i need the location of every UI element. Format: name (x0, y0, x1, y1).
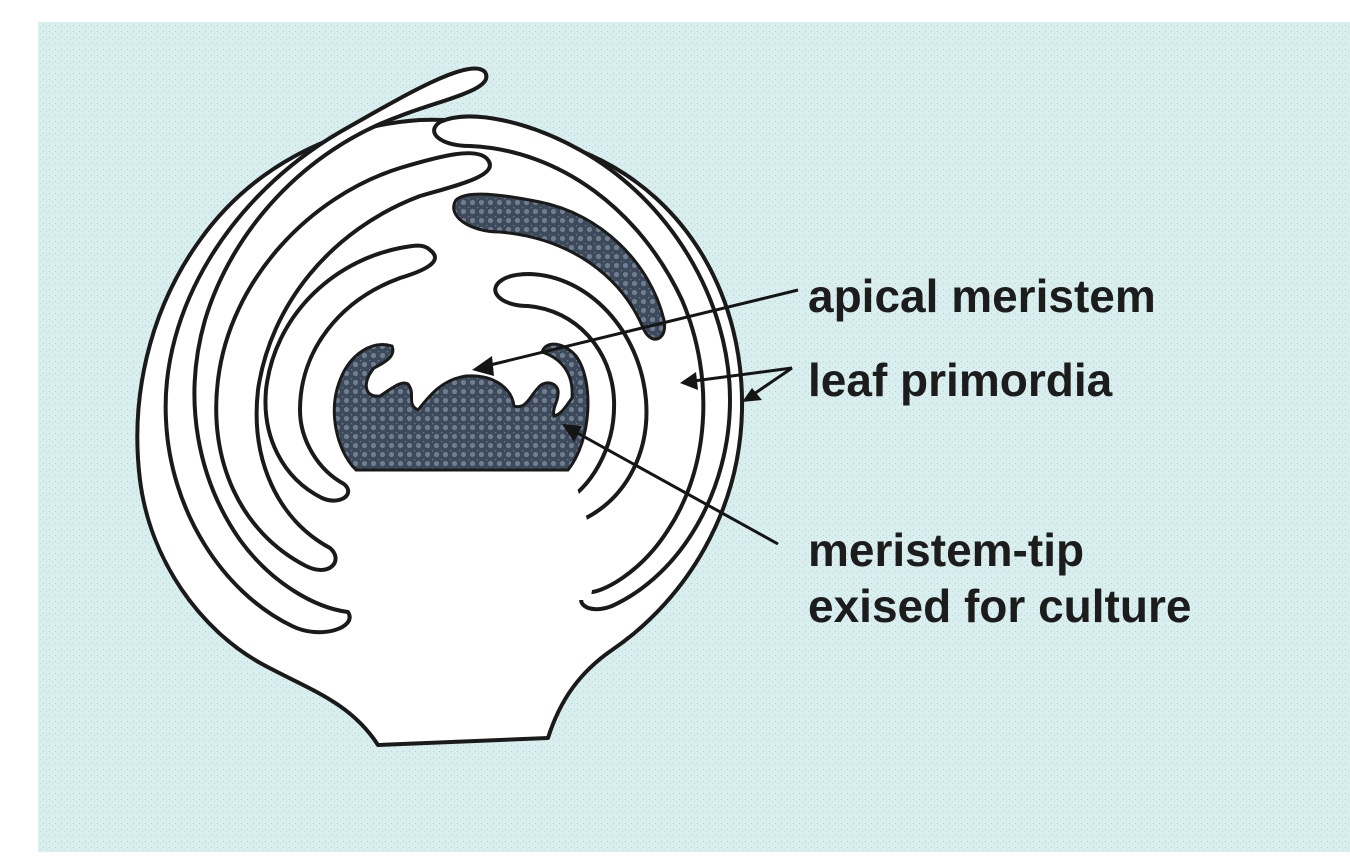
label-meristem-tip-line2: exised for culture (808, 578, 1191, 634)
label-apical-meristem: apical meristem (808, 268, 1156, 324)
shoot-apex-base (344, 470, 594, 600)
label-meristem-tip: meristem-tip exised for culture (808, 522, 1191, 634)
label-meristem-tip-line1: meristem-tip (808, 522, 1191, 578)
label-leaf-primordia: leaf primordia (808, 352, 1112, 408)
